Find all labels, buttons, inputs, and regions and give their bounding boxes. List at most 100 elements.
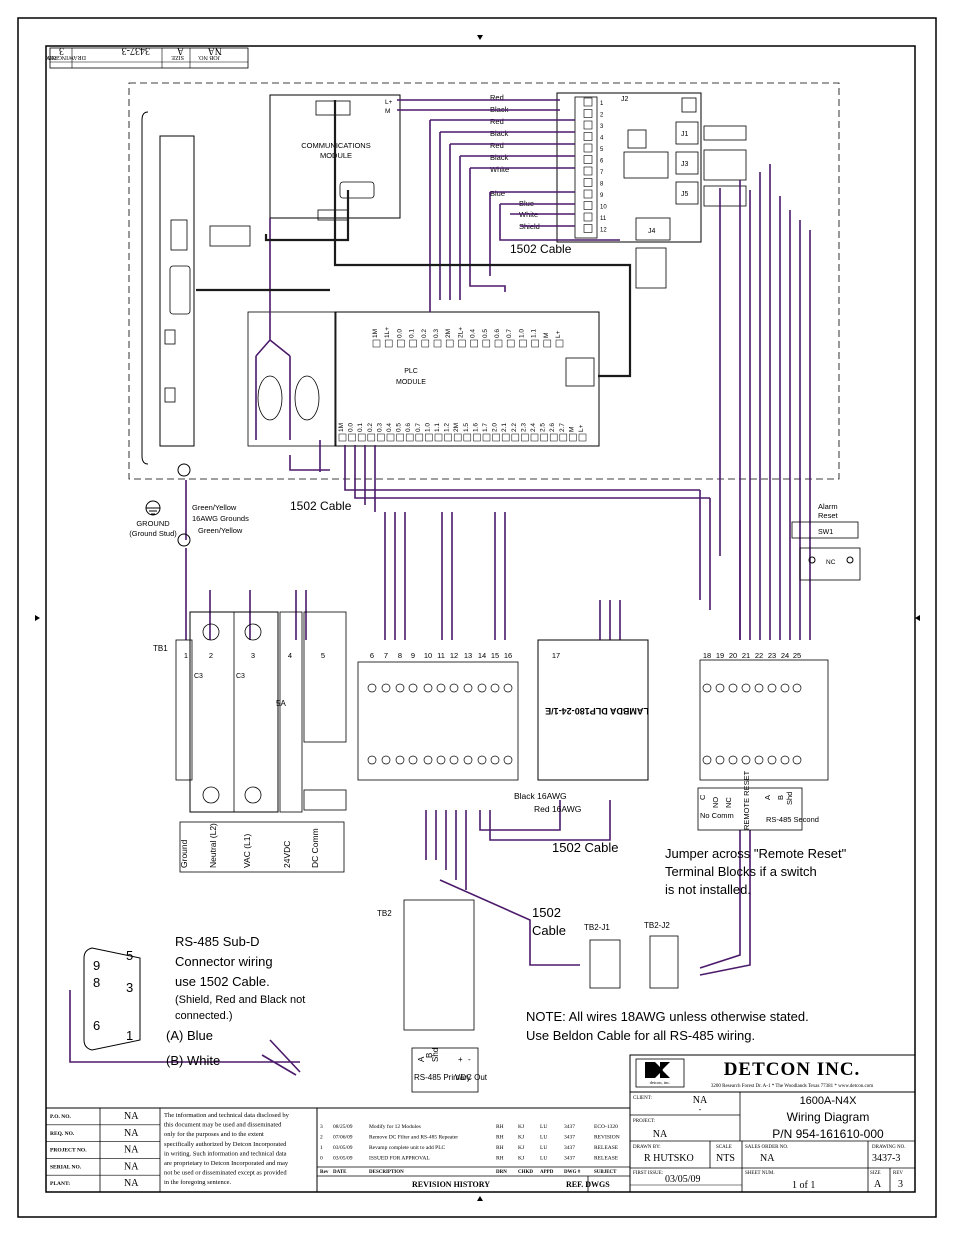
rs485-note-1: RS-485 Sub-D — [175, 934, 260, 949]
plc-bottom-pin — [377, 433, 385, 442]
relay-output-connectors — [703, 125, 747, 207]
fuse-label: 5A — [276, 699, 286, 708]
info-label: SERIAL NO. — [50, 1164, 82, 1170]
revision-header: DATE — [333, 1170, 347, 1175]
plc-bottom-pin-label: 2.3 — [520, 423, 527, 432]
plc-label-1: PLC — [404, 368, 418, 375]
tb2-bottom-label: Shd — [431, 1048, 440, 1062]
tb1-screws — [202, 623, 802, 804]
terminal-screw — [792, 755, 802, 765]
info-value: NA — [124, 1161, 139, 1172]
terminal-screw — [449, 755, 459, 765]
revision-header: SUBJECT — [594, 1170, 617, 1175]
j2-pin — [583, 212, 593, 222]
drawn-by-label: DRAWN BY: — [633, 1145, 661, 1150]
disclaimer-line: not be used or disseminated except as pr… — [164, 1170, 287, 1177]
revision-cell: 3 — [320, 1124, 323, 1130]
plc-top-pin-label: 1.1 — [531, 329, 538, 338]
revision-cell: RH — [496, 1124, 504, 1130]
relay-bottom-label: REMOTE RESET — [742, 770, 751, 830]
tb1-number: 3 — [251, 651, 255, 660]
relay-bottom-label: B — [776, 795, 785, 800]
rs485-note-4: (Shield, Red and Black not — [175, 994, 305, 1006]
plc-bottom-pin-label: 1M — [338, 423, 345, 432]
plc-bottom-pin — [578, 433, 587, 442]
j2-pin — [583, 132, 593, 141]
revision-header: Rev — [320, 1170, 329, 1175]
jumper-note-3: is not installed. — [665, 882, 751, 897]
outer-border — [17, 17, 937, 1218]
j4-plug — [635, 247, 667, 289]
breaker-screw — [244, 623, 262, 641]
plc-top-pin — [409, 339, 417, 348]
plc-top-pin — [372, 339, 381, 348]
plc-bottom-pin — [434, 433, 443, 442]
sw1-label: SW1 — [818, 529, 833, 536]
plc-top-pin-label: L+ — [555, 330, 562, 338]
plc-bottom-pin — [338, 433, 347, 442]
plc-bottom-pin — [386, 433, 395, 442]
detcon-logo-icon — [645, 1062, 670, 1078]
alarm-reset-label-2: Reset — [818, 511, 839, 520]
tb1-number: 9 — [411, 651, 415, 660]
plc-top-pin-label: 0.0 — [396, 329, 403, 338]
terminal-screw — [423, 755, 433, 765]
ground-symbol: GROUND (Ground Stud) Green/Yellow 16AWG … — [129, 463, 249, 547]
stamp-rev-label: REV — [45, 54, 58, 60]
relay-bottom-label: NO — [711, 797, 720, 808]
j2-pin — [583, 178, 593, 187]
stamp-dwg-label: DRAWING NO. — [45, 54, 86, 60]
tb1-number: 17 — [552, 651, 560, 660]
j2-wire-labels: RedBlackRedBlackRedBlackWhiteBlueBlueWhi… — [490, 93, 540, 231]
terminal-screw — [381, 755, 391, 765]
comm-m: M — [385, 108, 390, 115]
terminal-screw — [449, 683, 459, 693]
plc-bottom-pin — [396, 433, 404, 442]
j2-wire-label: Red — [490, 93, 504, 102]
plc-bottom-pin — [492, 433, 500, 442]
plc-bottom-pin — [549, 433, 558, 442]
plc-label-2: MODULE — [396, 379, 426, 386]
a-blue-label: (A) Blue — [166, 1028, 213, 1043]
tb1-number: 14 — [478, 651, 486, 660]
terminal-screw — [436, 683, 446, 693]
info-label: REQ. NO. — [50, 1131, 75, 1137]
sheet-num: 1 of 1 — [792, 1180, 815, 1191]
j2-pin-number: 6 — [600, 159, 604, 165]
j2-pin-number: 12 — [600, 228, 607, 234]
revision-cell: 0 — [320, 1156, 323, 1162]
j2-wire-label: Red — [490, 141, 504, 150]
tb1-number: 10 — [424, 651, 432, 660]
terminal-screw — [715, 755, 725, 765]
size-label: SIZE — [870, 1171, 881, 1176]
terminal-screw — [477, 683, 487, 693]
tb1-number: 18 — [703, 651, 711, 660]
rev-label: REV — [893, 1171, 903, 1176]
terminal-screw — [741, 755, 751, 765]
client-value: NA — [693, 1095, 708, 1106]
grounds-note-1: Green/Yellow — [192, 503, 237, 512]
j2-wire-label: Black — [490, 129, 509, 138]
disclaimer-text: The information and technical data discl… — [164, 1112, 290, 1186]
plc-top-pin — [458, 339, 466, 348]
j2-board: J2 J1 J3 J5 J4 — [556, 92, 702, 243]
plc-bottom-pin-label: 2.4 — [530, 423, 537, 432]
revision-cell: Modify for 12 Modules — [369, 1123, 421, 1130]
info-value: NA — [124, 1178, 139, 1189]
revision-cell: 07/06/09 — [333, 1135, 353, 1141]
rs485-note-5: connected.) — [175, 1010, 232, 1022]
revision-cell: 08/25/09 — [333, 1124, 353, 1130]
plc-bottom-pin-label: 2M — [453, 423, 460, 432]
rev-value: 3 — [898, 1179, 903, 1190]
disclaimer-line: only for the purposes and to the extent — [164, 1131, 264, 1138]
plc-bottom-pin-label: 1.2 — [444, 423, 451, 432]
j2-wire-label: White — [490, 165, 509, 174]
plc-bottom-pin — [482, 433, 491, 442]
left-info-block — [45, 1107, 318, 1193]
tb1-number: 25 — [793, 651, 801, 660]
plc-bottom-pin — [501, 433, 510, 442]
